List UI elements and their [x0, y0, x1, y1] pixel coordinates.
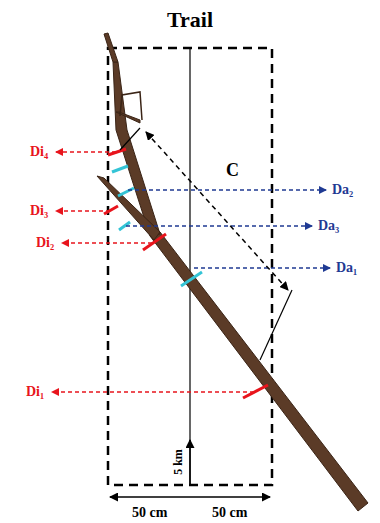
- diagram-title: Trail: [167, 9, 213, 31]
- average-diameter-arrow: [126, 190, 330, 268]
- fallen-branch: [97, 33, 368, 511]
- width-arrow: [190, 496, 270, 498]
- average-diameter-label: Da₂: [330, 182, 355, 198]
- length-tick: [260, 290, 292, 360]
- trail-centre-line: [189, 48, 190, 485]
- length-arrow: [146, 132, 288, 290]
- distance-label: 5 km: [171, 447, 185, 477]
- intersection-label: Di₂: [34, 235, 56, 251]
- length-label: C: [224, 160, 241, 180]
- transect-strip: [108, 48, 272, 485]
- average-diameter-label: Da₃: [316, 218, 341, 234]
- average-diameter-label: Da₁: [334, 260, 359, 276]
- intersection-label: Di₄: [28, 144, 50, 160]
- intersection-marker: [104, 149, 268, 398]
- intersection-label: Di₁: [24, 384, 46, 400]
- intersection-label: Di₃: [28, 203, 50, 219]
- dimension-label: 50 cm: [210, 505, 249, 521]
- trail-direction-arrow: [189, 440, 191, 485]
- width-arrow: [110, 496, 190, 498]
- length-tick: [120, 128, 140, 150]
- dimension-label: 50 cm: [130, 505, 169, 521]
- twig: [120, 92, 142, 120]
- intersection-diameter-arrow: [52, 152, 254, 392]
